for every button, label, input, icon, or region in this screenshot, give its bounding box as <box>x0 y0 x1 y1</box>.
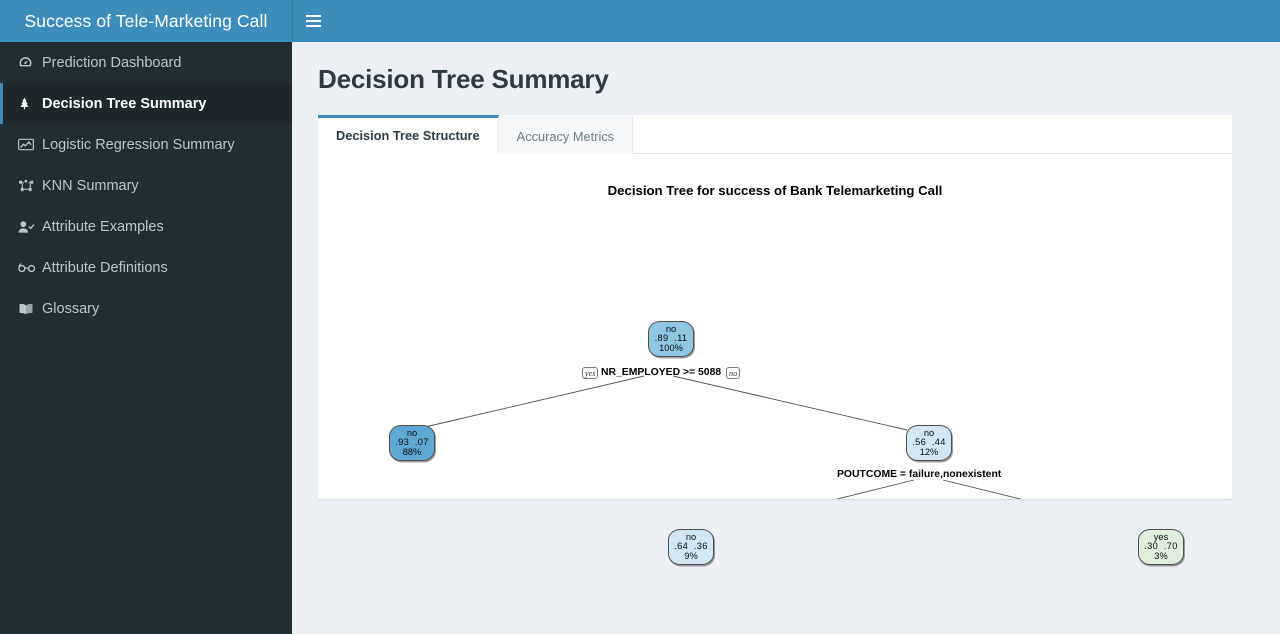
tree-node-root[interactable]: no .89 .11 100% <box>648 321 694 358</box>
tree-icon <box>18 96 40 111</box>
glasses-icon <box>18 262 40 274</box>
chart-line-icon <box>18 137 40 152</box>
node-probabilities: .89 .11 <box>654 333 688 344</box>
page-title: Decision Tree Summary <box>318 64 609 94</box>
sidebar-item-label: Decision Tree Summary <box>42 95 207 112</box>
sidebar-item-label: Logistic Regression Summary <box>42 136 235 153</box>
sidebar-item-label: KNN Summary <box>42 177 139 194</box>
content-area: Decision Tree Summary Decision Tree Stru… <box>292 42 1280 634</box>
navbar <box>292 0 1280 42</box>
tree-chart-title: Decision Tree for success of Bank Telema… <box>607 183 943 198</box>
split-label-poutcome: POUTCOME = failure,nonexistent <box>837 469 1002 480</box>
node-class-label: no <box>406 428 418 438</box>
node-probabilities: .56 .44 <box>912 437 946 448</box>
hamburger-icon[interactable] <box>296 0 330 42</box>
tree-edge <box>672 375 908 431</box>
hamburger-bar <box>305 20 321 22</box>
project-diagram-icon <box>18 179 40 193</box>
node-percent: 12% <box>919 446 939 457</box>
edge-label-yes: yes <box>582 367 599 379</box>
sidebar-item-prediction-dashboard[interactable]: Prediction Dashboard <box>0 42 292 83</box>
sidebar-item-knn-summary[interactable]: KNN Summary <box>0 165 292 206</box>
tree-edges <box>411 375 1023 499</box>
decision-tree-diagram: no .89 .11 100% yes NR_EMPLOYED >= 5088 … <box>318 154 1232 566</box>
tab-decision-tree-structure[interactable]: Decision Tree Structure <box>318 115 499 154</box>
node-class-label: no <box>665 324 677 334</box>
node-percent: 100% <box>659 342 683 353</box>
tab-panel-body: Decision Tree for success of Bank Telema… <box>318 154 1232 566</box>
tab-bar: Decision Tree Structure Accuracy Metrics <box>318 115 1232 154</box>
hamburger-bar <box>305 15 321 17</box>
sidebar-item-glossary[interactable]: Glossary <box>0 288 292 329</box>
node-class-label: no <box>685 532 697 542</box>
sidebar-item-label: Attribute Examples <box>42 218 164 235</box>
tree-node-leaf-yes[interactable]: yes .30 .70 3% <box>1138 529 1184 566</box>
tree-node-left-leaf[interactable]: no .93 .07 88% <box>389 425 435 462</box>
decision-tree-panel: Decision Tree Structure Accuracy Metrics… <box>318 115 1232 566</box>
tree-node-leaf-no[interactable]: no .64 .36 9% <box>668 529 714 566</box>
node-probabilities: .93 .07 <box>395 437 429 448</box>
node-probabilities: .30 .70 <box>1144 541 1178 552</box>
tree-node-right-internal[interactable]: no .56 .44 12% <box>906 425 952 462</box>
sidebar-item-label: Prediction Dashboard <box>42 54 182 71</box>
node-percent: 3% <box>1154 550 1168 561</box>
app-brand-title[interactable]: Success of Tele-Marketing Call <box>0 0 292 42</box>
node-percent: 9% <box>684 550 698 561</box>
dashboard-icon <box>18 55 40 70</box>
sidebar-item-attribute-definitions[interactable]: Attribute Definitions <box>0 247 292 288</box>
split-label-root: NR_EMPLOYED >= 5088 <box>601 367 722 378</box>
node-class-label: yes <box>1153 532 1169 542</box>
top-header-bar: Success of Tele-Marketing Call <box>0 0 1280 42</box>
node-class-label: no <box>923 428 935 438</box>
user-check-icon <box>18 220 40 234</box>
tab-accuracy-metrics[interactable]: Accuracy Metrics <box>498 115 634 154</box>
node-probabilities: .64 .36 <box>674 541 708 552</box>
sidebar-item-logistic-regression-summary[interactable]: Logistic Regression Summary <box>0 124 292 165</box>
edge-label-no: no <box>726 367 741 379</box>
tree-edge <box>835 479 915 499</box>
hamburger-bar <box>305 25 321 27</box>
tree-edge <box>411 375 645 431</box>
book-icon <box>18 302 40 316</box>
sidebar-item-label: Glossary <box>42 300 100 317</box>
node-percent: 88% <box>402 446 422 457</box>
sidebar-item-decision-tree-summary[interactable]: Decision Tree Summary <box>0 83 292 124</box>
sidebar-item-attribute-examples[interactable]: Attribute Examples <box>0 206 292 247</box>
sidebar-item-label: Attribute Definitions <box>42 259 168 276</box>
tree-edge <box>942 479 1023 499</box>
sidebar: Prediction Dashboard Decision Tree Summa… <box>0 42 292 634</box>
